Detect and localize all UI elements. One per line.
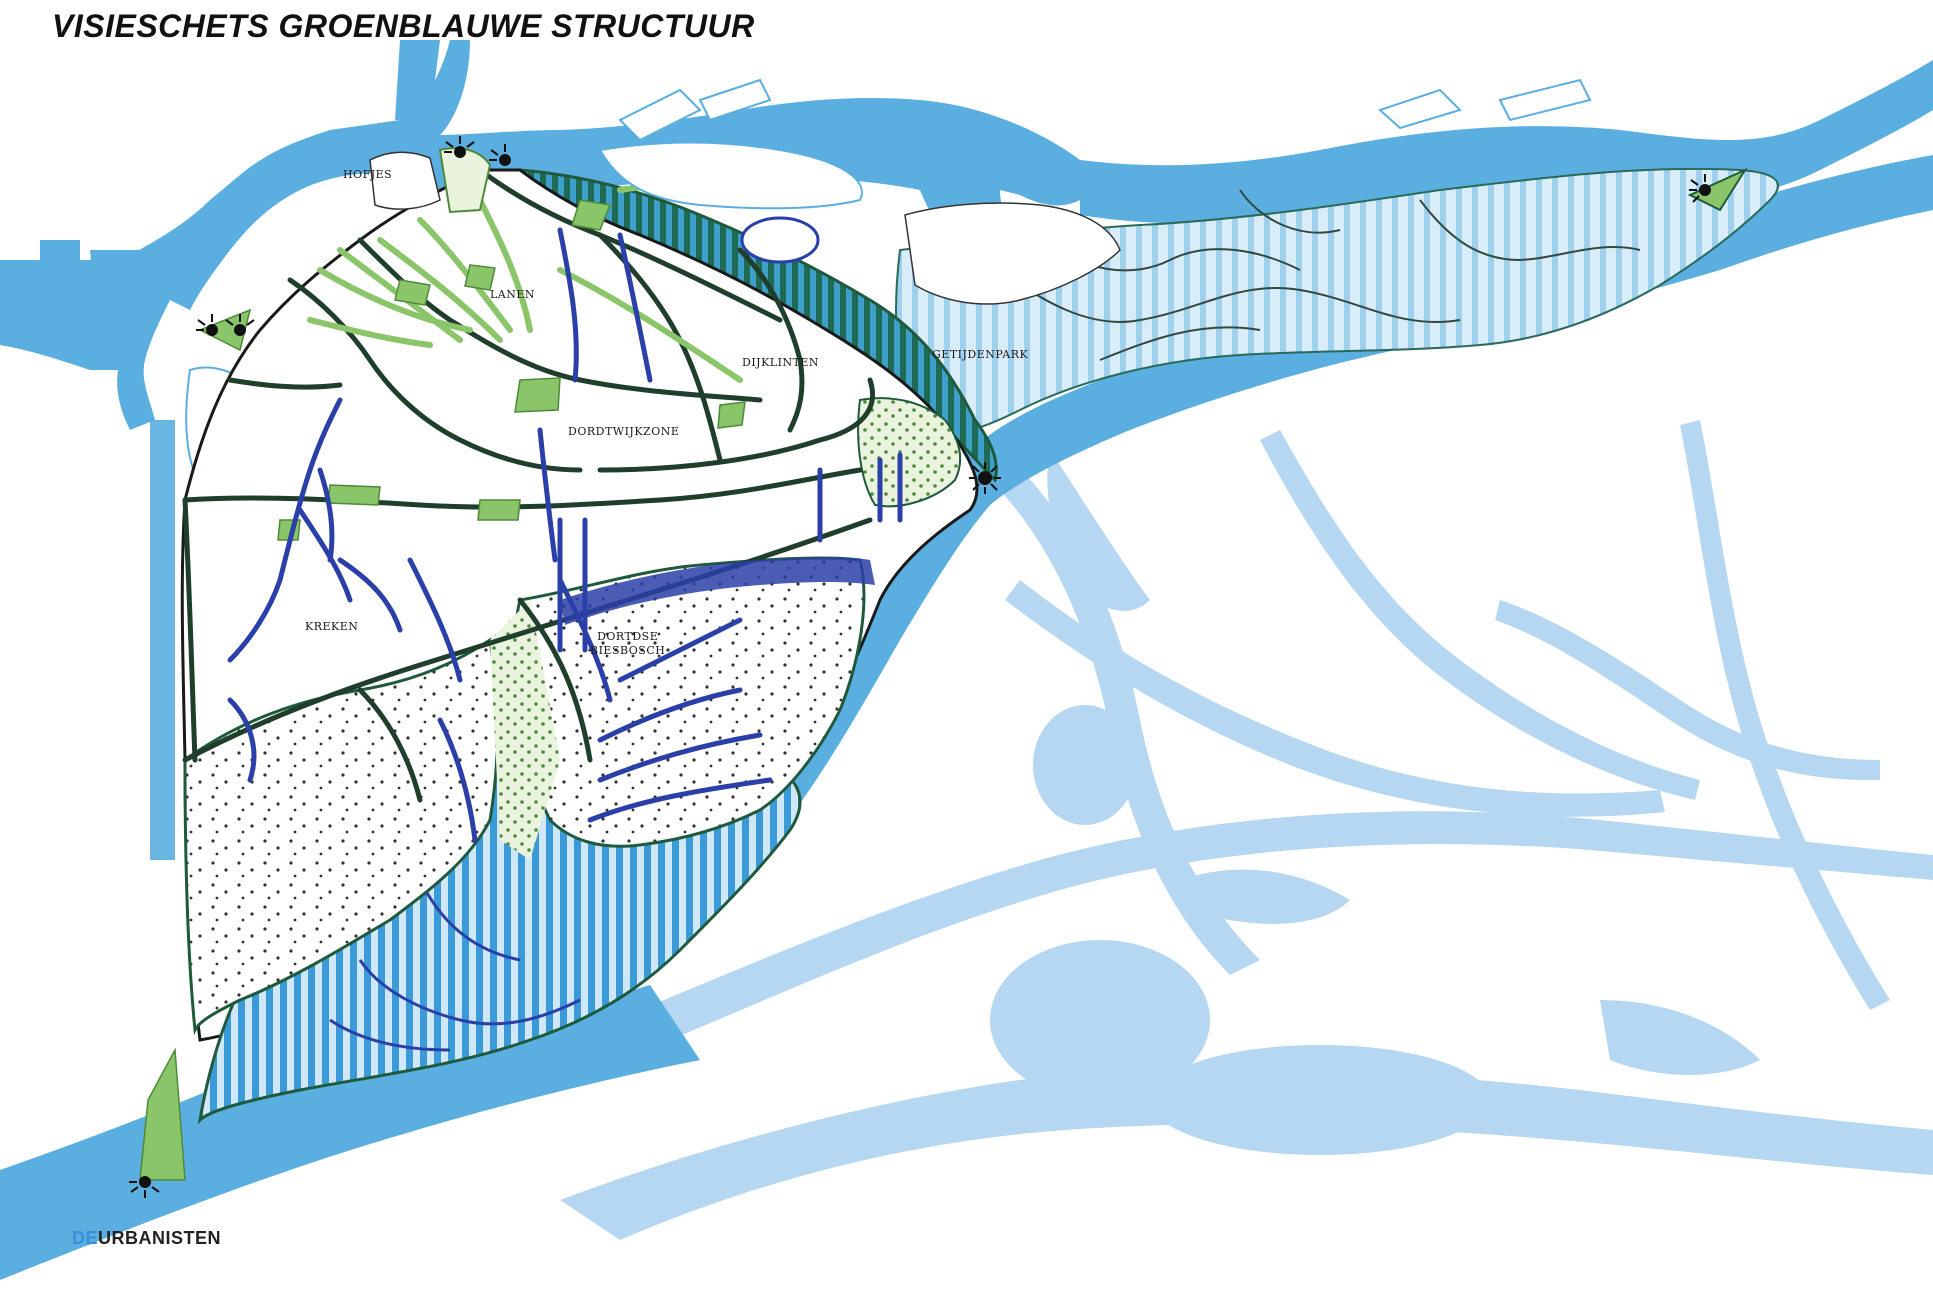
getijdenpark-white-zone — [904, 202, 1121, 305]
label-kreken: KREKEN — [305, 620, 359, 633]
label-biesbosch-line2: BIESBOSCH — [590, 644, 666, 657]
label-dordtse-biesbosch: DORTDSE BIESBOSCH — [590, 630, 665, 658]
green-park-patches — [139, 199, 746, 1181]
hofjes-area — [369, 147, 492, 214]
map-title: VISIESCHETS GROENBLAUWE STRUCTUUR — [52, 8, 755, 44]
label-dijklinten: DIJKLINTEN — [742, 356, 820, 369]
label-dordtwijkzone: DORDTWIJKZONE — [568, 425, 680, 438]
creeks — [227, 227, 903, 843]
sunburst-landmark-icon — [129, 136, 1711, 1198]
biesbosch-waters — [560, 420, 1933, 1240]
north-bank-white — [598, 141, 863, 264]
label-dordtse-line1: DORTDSE — [597, 630, 659, 643]
logo-name: URBANISTEN — [98, 1228, 222, 1248]
creek-band — [560, 557, 875, 625]
label-getijdenpark: GETIJDENPARK — [932, 348, 1029, 361]
logo-prefix: DE — [72, 1228, 99, 1248]
getijdenpark-area — [895, 167, 1779, 435]
label-lanen: LANEN — [490, 288, 536, 301]
urbanisten-logo: DEURBANISTEN — [72, 1228, 221, 1249]
label-hofjes: HOFJES — [343, 168, 393, 181]
